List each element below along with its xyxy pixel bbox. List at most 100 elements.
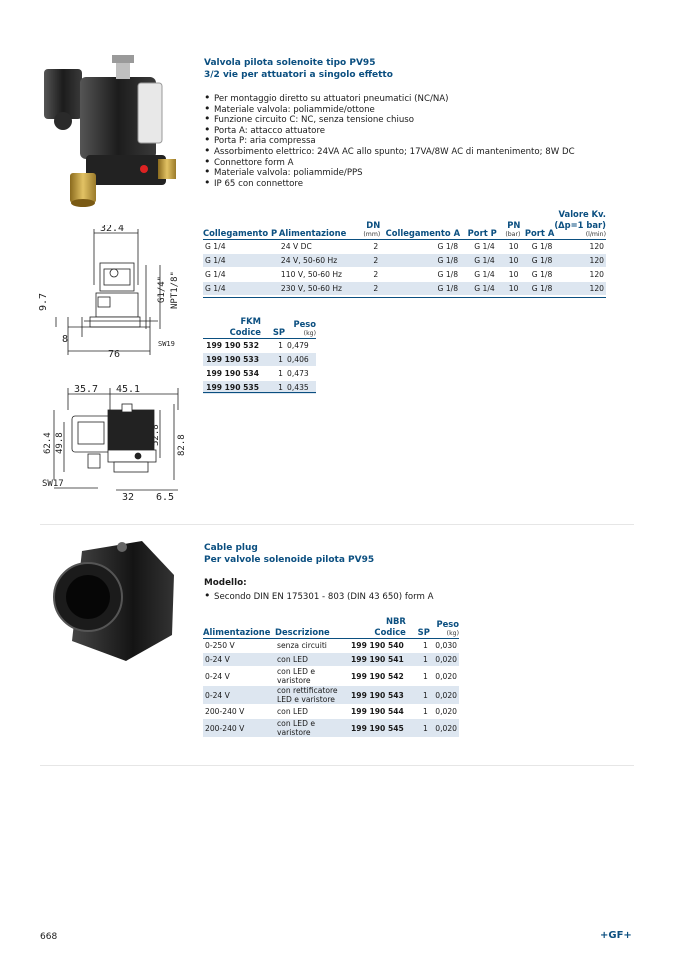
cell-peso: 0,020 — [429, 718, 459, 738]
product1-feature-list: Per montaggio diretto su attuatori pneum… — [204, 93, 624, 190]
cell-peso: 0,020 — [429, 685, 459, 705]
cell-coll_p: G 1/4 — [203, 253, 279, 268]
cell-sp: 1 — [405, 652, 430, 667]
cell-peso: 0,473 — [285, 366, 316, 381]
cell-peso: 0,406 — [285, 352, 316, 367]
cell-code: 199 190 541 — [349, 652, 406, 667]
sw17-label: SW17 — [42, 479, 64, 489]
col-sp: SP — [272, 327, 285, 337]
section-divider — [40, 524, 634, 525]
dim-49-8-label: 49.8 — [55, 432, 65, 454]
cell-pn: 10 — [496, 253, 521, 268]
cell-code: 199 190 533 — [203, 352, 261, 367]
cell-dn: 2 — [356, 281, 381, 296]
dim-9-7-label: 9.7 — [38, 293, 49, 311]
feature-item: Secondo DIN EN 175301 - 803 (DIN 43 650)… — [204, 591, 434, 603]
cell-peso: 0,020 — [429, 652, 459, 667]
model-label: Modello: — [204, 578, 247, 588]
cell-alim: 0-24 V — [203, 652, 275, 667]
sw19-label: SW19 — [158, 340, 175, 348]
cell-code: 199 190 540 — [349, 638, 406, 653]
cell-port_a: G 1/8 — [520, 239, 555, 254]
feature-item: Connettore form A — [204, 157, 624, 169]
cell-pn: 10 — [496, 239, 521, 254]
cell-alim: 0-24 V — [203, 666, 275, 686]
cell-code: 199 190 545 — [349, 718, 406, 738]
cell-alim: 0-24 V — [203, 685, 275, 705]
cell-peso: 0,030 — [429, 638, 459, 653]
dim-8-label: 8 — [62, 334, 68, 345]
cell-alim: 200-240 V — [203, 704, 275, 719]
dim-82-8-label: 82.8 — [177, 434, 187, 456]
dim-76-label: 76 — [108, 349, 120, 360]
col-collegamento-p: Collegamento P — [203, 228, 278, 238]
cell-dn: 2 — [356, 267, 381, 282]
dim-6-5-label: 6.5 — [156, 492, 174, 503]
cell-peso: 0,020 — [429, 704, 459, 719]
product2-header: Cable plug Per valvole solenoide pilota … — [204, 542, 374, 566]
cell-coll_p: G 1/4 — [203, 281, 279, 296]
cell-descr: con LED e varistore — [275, 666, 349, 686]
cell-pn: 10 — [496, 281, 521, 296]
cell-sp: 1 — [405, 718, 430, 738]
cell-descr: con LED — [275, 652, 349, 667]
col-pn: PN(bar) — [505, 220, 521, 238]
cell-code: 199 190 542 — [349, 666, 406, 686]
cell-alim: 0-250 V — [203, 638, 275, 653]
product2-title: Cable plug — [204, 543, 258, 553]
dim-62-4-label: 62.4 — [43, 432, 53, 454]
cell-descr: senza circuiti — [275, 638, 349, 653]
cell-descr: con LED — [275, 704, 349, 719]
cell-code: 199 190 534 — [203, 366, 261, 381]
feature-item: IP 65 con connettore — [204, 178, 624, 190]
section-divider-2 — [40, 765, 634, 766]
cell-alim: 110 V, 50-60 Hz — [278, 267, 357, 282]
feature-item: Materiale valvola: poliammide/PPS — [204, 167, 624, 179]
feature-item: Assorbimento elettrico: 24VA AC allo spu… — [204, 146, 624, 158]
cell-sp: 1 — [261, 366, 285, 381]
thread-npt-label: NPT1/8" — [170, 271, 180, 309]
cell-coll_p: G 1/4 — [203, 267, 279, 282]
cell-sp: 1 — [405, 704, 430, 719]
product1-subtitle: 3/2 vie per attuatori a singolo effetto — [204, 70, 393, 80]
cell-kv: 120 — [554, 281, 606, 296]
cell-descr: con LED e varistore — [275, 718, 349, 738]
cell-alim: 230 V, 50-60 Hz — [278, 281, 357, 296]
cell-sp: 1 — [405, 666, 430, 686]
cell-sp: 1 — [405, 638, 430, 653]
cell-dn: 2 — [356, 253, 381, 268]
product2-subtitle: Per valvole solenoide pilota PV95 — [204, 555, 375, 565]
cell-coll_a: G 1/8 — [380, 253, 461, 268]
cell-sp: 1 — [405, 685, 430, 705]
thread-g14-label: G1/4" — [157, 276, 167, 303]
feature-item: Porta A: attacco attuatore — [204, 125, 624, 137]
cell-port_a: G 1/8 — [520, 281, 555, 296]
feature-item: Materiale valvola: poliammide/ottone — [204, 104, 624, 116]
col-sp: SP — [417, 627, 430, 637]
cell-sp: 1 — [261, 380, 285, 395]
cell-port_p: G 1/4 — [460, 239, 497, 254]
cell-alim: 24 V DC — [278, 239, 357, 254]
col-dn: DN(mm) — [363, 220, 381, 238]
col-port-p: Port P — [467, 228, 497, 238]
product1-table-bottom-rule — [203, 297, 606, 298]
cell-kv: 120 — [554, 239, 606, 254]
cell-dn: 2 — [356, 239, 381, 254]
feature-item: Funzione circuito C: NC, senza tensione … — [204, 114, 624, 126]
feature-item: Porta P: aria compressa — [204, 135, 624, 147]
page-number: 668 — [40, 932, 58, 942]
